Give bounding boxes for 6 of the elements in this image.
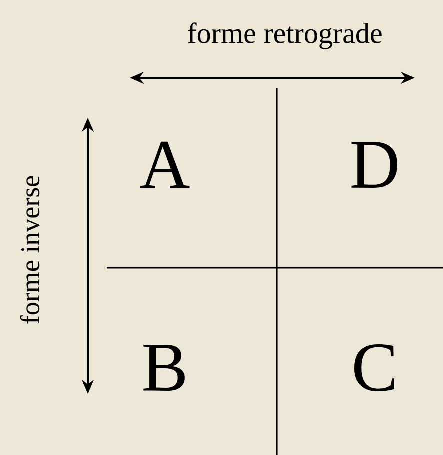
- cell-letter: D: [352, 142, 398, 188]
- axis-title: forme inverse: [20, 176, 40, 324]
- cell-letter: C: [354, 344, 394, 392]
- cell-letter: B: [144, 344, 185, 392]
- axis-title: forme retrograde: [188, 22, 382, 50]
- cell-letter: A: [140, 142, 190, 188]
